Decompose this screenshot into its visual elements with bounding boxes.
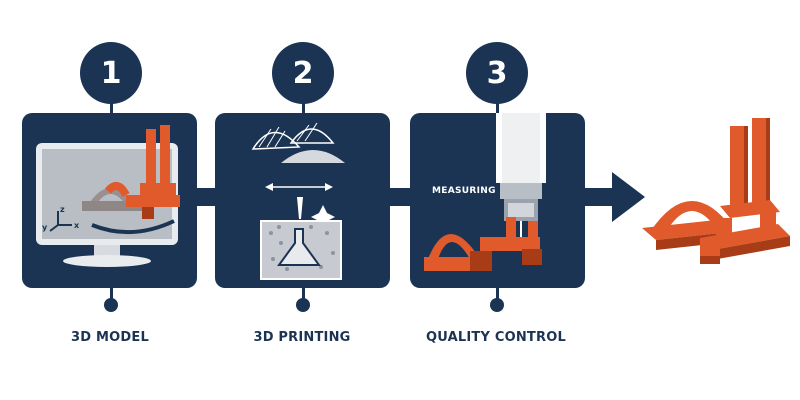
step-2-number: 2 — [292, 55, 314, 91]
step-1-panel: z y x — [22, 113, 197, 288]
step-1-number: 1 — [100, 55, 122, 91]
step-2-panel — [215, 113, 390, 288]
step-2-dot — [296, 298, 310, 312]
step-1-number-badge: 1 — [80, 42, 142, 104]
measuring-annotation: MEASURING — [432, 186, 496, 196]
step-3-number: 3 — [486, 55, 508, 91]
step-3-dot — [490, 298, 504, 312]
step-3-label: QUALITY CONTROL — [426, 330, 566, 345]
step-2-label: 3D PRINTING — [253, 330, 351, 345]
axis-z-label: z — [60, 205, 65, 214]
measuring-probe-icon — [424, 113, 546, 271]
step-1-dot — [104, 298, 118, 312]
axis-x-label: x — [74, 221, 80, 230]
step-1-top-connector — [110, 100, 113, 115]
step-3-panel — [410, 113, 585, 288]
step-2-number-badge: 2 — [272, 42, 334, 104]
axis-y-label: y — [42, 223, 48, 232]
step-2-bottom-connector — [302, 288, 305, 300]
computer-monitor-model-icon — [36, 125, 180, 267]
step-3-number-badge: 3 — [466, 42, 528, 104]
powder-printing-icon — [251, 122, 345, 280]
step-1-label: 3D MODEL — [71, 330, 149, 345]
step-3-top-connector — [496, 100, 499, 115]
step-3-bottom-connector — [496, 288, 499, 300]
step-1-bottom-connector — [110, 288, 113, 300]
step-2-top-connector — [302, 100, 305, 115]
